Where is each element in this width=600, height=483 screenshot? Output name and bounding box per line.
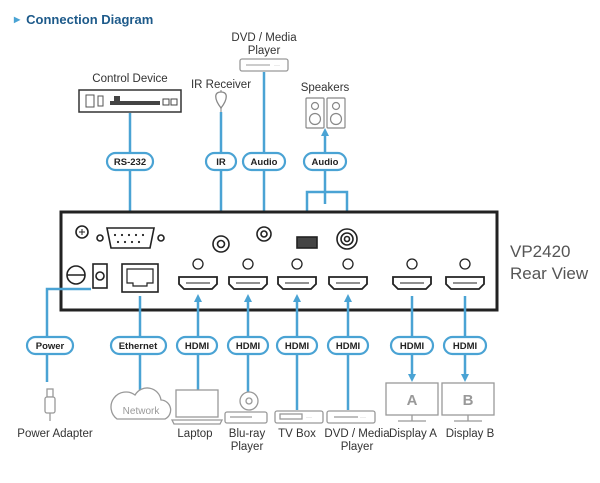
hdmi-in1-pill: HDMI — [185, 341, 209, 352]
dvd-player-top-icon: ··· — [239, 58, 289, 72]
dvd-bottom-label-2: Player — [341, 441, 374, 453]
display-b-label: Display B — [446, 428, 495, 440]
hdmi-port-icon — [445, 258, 485, 290]
hdmi-out-b-pill: HDMI — [453, 341, 477, 352]
hdmi-port-icon — [328, 258, 368, 290]
dvd-player-bottom-icon: ··· — [326, 410, 376, 424]
hdmi-screw-icon — [342, 258, 354, 270]
ethernet-pill: Ethernet — [119, 341, 158, 352]
control-device-icon — [78, 89, 182, 113]
power-adapter-icon — [44, 388, 56, 421]
display-a-icon — [385, 382, 439, 422]
control-device-label: Control Device — [92, 73, 167, 85]
hdmi-port-icon — [178, 258, 218, 290]
model-label: VP2420 — [510, 242, 571, 261]
hdmi-in3-pill: HDMI — [285, 341, 309, 352]
hdmi-screw-icon — [192, 258, 204, 270]
hdmi-ports — [178, 258, 485, 290]
display-b-icon — [441, 382, 495, 422]
speakers-icon — [305, 97, 346, 129]
svg-text:···: ··· — [274, 63, 280, 69]
ir-receiver-icon — [215, 91, 227, 110]
power-pill: Power — [36, 341, 65, 352]
hdmi-screw-icon — [291, 258, 303, 270]
rear-panel — [59, 210, 499, 312]
db9-right-screw — [157, 234, 165, 242]
speakers-label: Speakers — [301, 82, 350, 94]
triangle-bullet-icon: ▶ — [14, 15, 21, 24]
hdmi-screw-icon — [459, 258, 471, 270]
top-pills: RS-232 IR Audio Audio — [105, 151, 348, 172]
tv-box-label: TV Box — [278, 428, 316, 440]
hdmi-screw-icon — [242, 258, 254, 270]
hdmi-in2-pill: HDMI — [236, 341, 260, 352]
hdmi-screw-icon — [406, 258, 418, 270]
bluray-label-2: Player — [231, 441, 264, 453]
display-b-letter: B — [463, 392, 474, 409]
terminal-block-icon — [296, 236, 318, 249]
audio-split-cable — [305, 190, 349, 225]
ir-receiver-label: IR Receiver — [191, 79, 251, 91]
network-cloud-icon — [110, 387, 172, 420]
dvd-top-label-2: Player — [248, 45, 281, 57]
audio-out-pill: Audio — [312, 157, 339, 168]
ir-pill: IR — [216, 157, 226, 168]
hdmi-port-icon — [228, 258, 268, 290]
view-label: Rear View — [510, 264, 589, 283]
db9-left-screw — [96, 234, 104, 242]
hdmi-port-icon — [277, 258, 317, 290]
bottom-pills: Power Ethernet HDMI HDMI HDMI HDMI HDMI … — [25, 335, 488, 356]
network-label: Network — [123, 406, 161, 417]
dvd-bottom-label-1: DVD / Media — [324, 428, 390, 440]
audio-in-pill: Audio — [251, 157, 278, 168]
hdmi-in4-pill: HDMI — [336, 341, 360, 352]
laptop-icon — [170, 389, 224, 425]
rs232-port-icon — [106, 227, 155, 249]
hdmi-port-icon — [392, 258, 432, 290]
display-a-label: Display A — [389, 428, 437, 440]
svg-text:···: ··· — [360, 415, 366, 421]
bottom-device-icons: ··· ··· — [44, 382, 495, 425]
tv-box-icon: ··· — [274, 410, 324, 424]
svg-text:···: ··· — [306, 415, 312, 421]
dvd-top-label-1: DVD / Media — [231, 32, 297, 44]
hdmi-out-a-pill: HDMI — [400, 341, 424, 352]
title-text: Connection Diagram — [26, 12, 154, 27]
bluray-label-1: Blu-ray — [229, 428, 266, 440]
laptop-label: Laptop — [177, 428, 212, 440]
rs232-pill: RS-232 — [114, 157, 146, 168]
power-adapter-label: Power Adapter — [17, 428, 93, 440]
panel-ports — [66, 225, 358, 293]
bluray-player-icon — [224, 391, 268, 424]
display-a-letter: A — [407, 392, 418, 409]
section-title: ▶ Connection Diagram — [14, 12, 153, 27]
